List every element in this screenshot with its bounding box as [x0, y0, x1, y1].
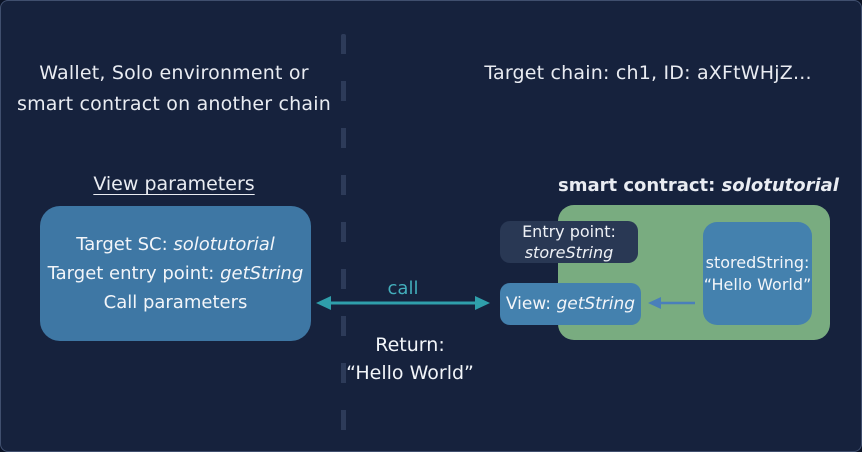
smart-contract-heading: smart contract: solotutorial	[558, 175, 839, 196]
target-chain-caption-text: Target chain: ch1, ID: aXFtWHjZ...	[484, 62, 812, 84]
smart-contract-heading-name: solotutorial	[721, 175, 839, 196]
view-parameters-box: Target SC: solotutorial Target entry poi…	[40, 206, 311, 341]
target-entry-point-value: getString	[220, 263, 304, 284]
caller-caption-line2: smart contract on another chain	[16, 93, 331, 115]
view-label: View:	[505, 294, 557, 314]
caller-caption-line1: Wallet, Solo environment or	[39, 62, 309, 84]
call-arrow-icon	[316, 296, 490, 310]
target-entry-point-line: Target entry point: getString	[48, 259, 304, 288]
stored-string-value: “Hello World”	[703, 274, 812, 294]
return-label: Return: “Hello World”	[325, 331, 495, 387]
view-getstring-box: View: getString	[500, 283, 641, 325]
target-sc-value: solotutorial	[173, 234, 275, 255]
view-parameters-heading-text: View parameters	[93, 173, 255, 195]
entry-point-box: Entry point: storeString	[500, 221, 638, 263]
target-sc-line: Target SC: solotutorial	[76, 230, 275, 259]
target-chain-caption: Target chain: ch1, ID: aXFtWHjZ...	[478, 58, 818, 89]
target-sc-label: Target SC:	[76, 234, 174, 255]
target-entry-point-label: Target entry point:	[47, 263, 221, 284]
call-label: call	[387, 278, 419, 299]
stored-string-label: storedString:	[705, 252, 810, 272]
return-label-line2: “Hello World”	[346, 362, 474, 384]
entry-point-label: Entry point:	[522, 222, 616, 241]
view-line: View: getString	[506, 294, 635, 314]
call-parameters-line: Call parameters	[103, 292, 248, 313]
entry-point-value: storeString	[524, 243, 614, 262]
view-value: getString	[556, 294, 636, 314]
stored-string-box: storedString: “Hello World”	[703, 222, 812, 325]
view-parameters-heading: View parameters	[0, 173, 348, 195]
return-label-line1: Return:	[375, 334, 445, 356]
chain-boundary-divider	[341, 34, 346, 452]
read-arrow-icon	[648, 297, 695, 309]
smart-contract-heading-label: smart contract:	[558, 175, 722, 196]
caller-caption: Wallet, Solo environment or smart contra…	[0, 58, 348, 120]
